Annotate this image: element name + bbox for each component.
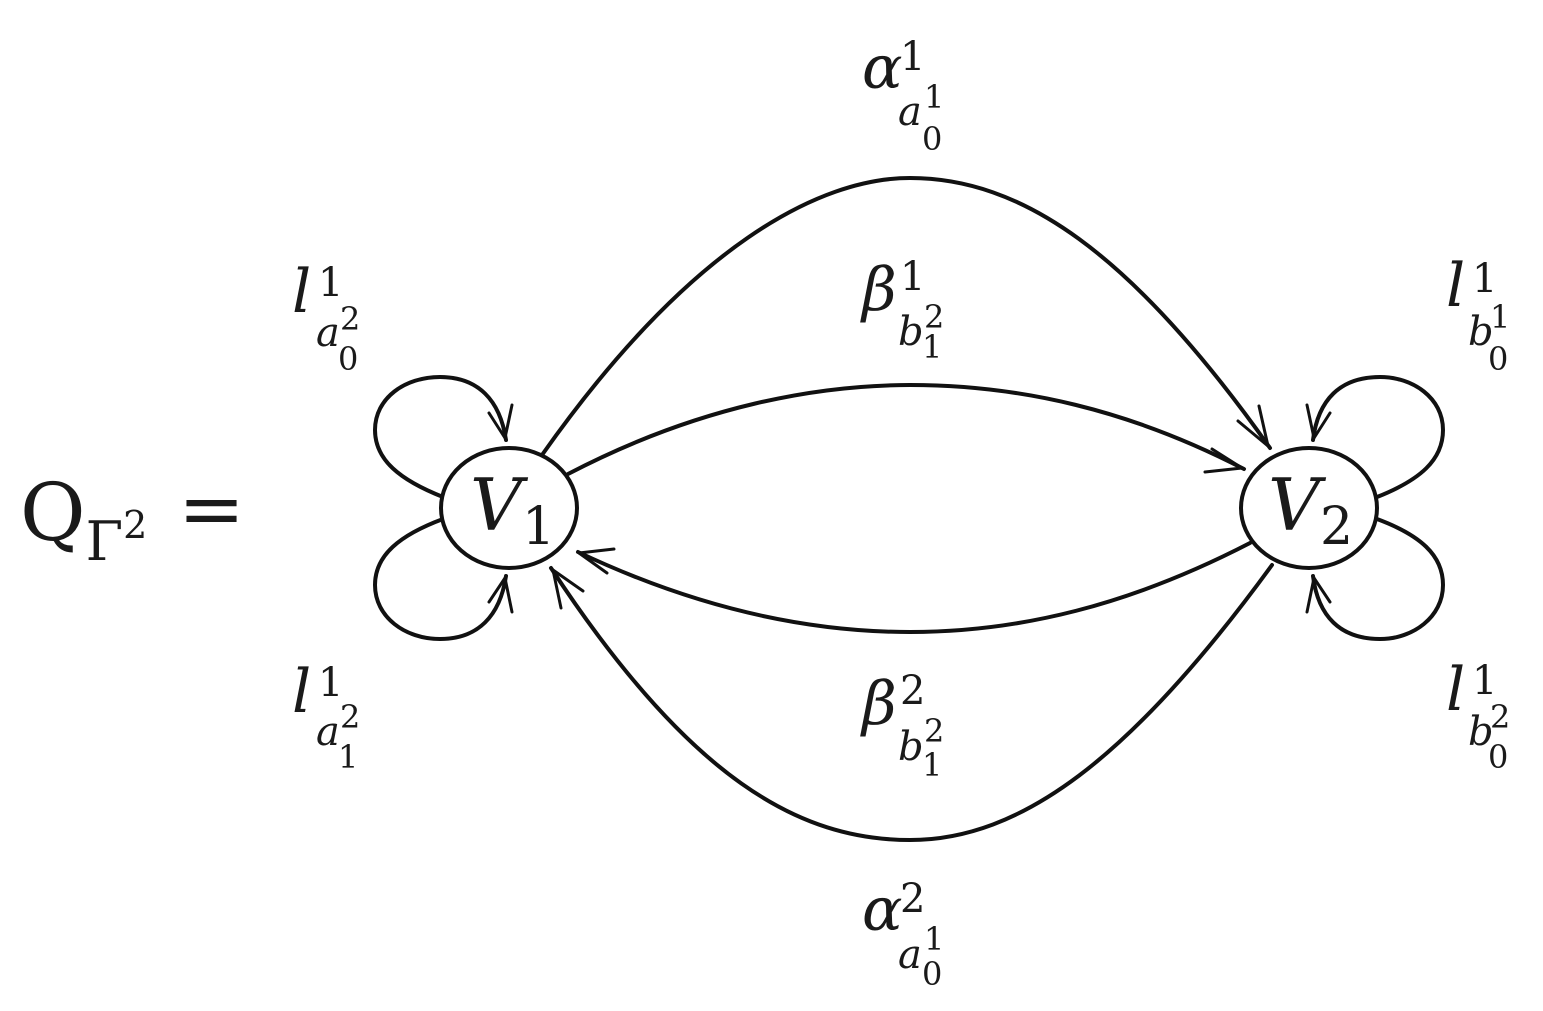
label-loop-v2-bottom: l 1 b 2 0 xyxy=(1446,655,1510,776)
label-alpha-top-subbase: a xyxy=(898,89,922,135)
label-beta-bottom-sup: 2 xyxy=(900,668,925,714)
label-alpha-bottom-subsub: 0 xyxy=(922,955,942,993)
label-loop-v2-bottom-sup: 1 xyxy=(1472,658,1497,704)
node-v1 xyxy=(439,446,579,570)
label-beta-bottom-subbase: b xyxy=(898,724,924,770)
label-loop-v1-top-subbase: a xyxy=(316,310,340,356)
arrowhead-loop-v1-top xyxy=(487,403,514,440)
label-loop-v1-top-base: l xyxy=(292,257,311,327)
label-loop-v2-bottom-subsup: 2 xyxy=(1490,698,1510,736)
label-loop-v2-bottom-subbase: b xyxy=(1468,709,1494,755)
equation-lhs: QΓ2 xyxy=(20,466,147,573)
label-alpha-top-subsub: 0 xyxy=(922,120,942,158)
arrowhead-alpha-top xyxy=(1236,404,1270,448)
node-v1-base: V xyxy=(470,463,529,547)
node-v1-label: V1 xyxy=(470,463,555,557)
label-beta-bottom-subsub: 1 xyxy=(922,746,942,784)
label-loop-v1-bottom-subbase: a xyxy=(316,709,340,755)
label-loop-v2-top: l 1 b 1 0 xyxy=(1446,251,1510,378)
equation-sub-exp: 2 xyxy=(123,503,147,547)
label-alpha-top-base: α xyxy=(862,33,903,103)
node-v2-base: V xyxy=(1268,463,1327,547)
label-loop-v1-bottom-sup: 1 xyxy=(318,660,343,706)
label-alpha-top: α 1 a 1 0 xyxy=(862,33,944,158)
label-loop-v2-top-subsup: 1 xyxy=(1490,298,1510,336)
loop-v1-top xyxy=(372,374,508,499)
arrowhead-beta-bottom xyxy=(577,547,616,575)
label-loop-v2-top-subbase: b xyxy=(1468,309,1494,355)
label-loop-v1-top: l 1 a 2 0 xyxy=(292,257,360,378)
label-alpha-top-subsup: 1 xyxy=(924,78,944,116)
arrowhead-alpha-bottom xyxy=(551,568,585,610)
edge-alpha-bottom xyxy=(549,563,1274,843)
arrowhead-loop-v2-top xyxy=(1305,403,1332,440)
node-v2-sub: 2 xyxy=(1320,497,1353,557)
loop-v1-bottom xyxy=(372,517,508,642)
label-beta-top-subsub: 1 xyxy=(922,328,942,366)
label-alpha-bottom: α 2 a 1 0 xyxy=(862,875,944,993)
node-v1-sub: 1 xyxy=(522,497,555,557)
arrowhead-loop-v2-bottom xyxy=(1305,576,1332,614)
label-beta-top-subbase: b xyxy=(898,309,924,355)
label-loop-v1-bottom-subsup: 2 xyxy=(340,698,360,736)
label-loop-v1-top-subsub: 0 xyxy=(338,340,358,378)
label-loop-v2-top-subsub: 0 xyxy=(1488,340,1508,378)
label-beta-top-base: β xyxy=(860,255,897,325)
edge-alpha-top xyxy=(540,175,1272,457)
label-loop-v2-top-sup: 1 xyxy=(1472,256,1497,302)
arrowhead-beta-top xyxy=(1203,447,1244,474)
node-v2 xyxy=(1239,446,1379,570)
label-alpha-bottom-sup: 2 xyxy=(900,876,925,922)
label-alpha-top-sup: 1 xyxy=(900,34,925,80)
label-beta-bottom: β 2 b 2 1 xyxy=(860,668,944,784)
label-beta-bottom-base: β xyxy=(860,669,897,739)
label-loop-v1-bottom: l 1 a 2 1 xyxy=(292,657,360,776)
node-v2-label: V2 xyxy=(1268,463,1353,557)
edge-beta-top xyxy=(566,382,1246,476)
label-alpha-bottom-base: α xyxy=(862,875,903,945)
edge-beta-bottom xyxy=(576,541,1252,635)
label-beta-bottom-subsup: 2 xyxy=(924,712,944,750)
label-alpha-bottom-subsup: 1 xyxy=(924,920,944,958)
label-beta-top-sup: 1 xyxy=(900,254,925,300)
equation-sub-base: Γ xyxy=(86,510,123,573)
label-loop-v2-top-base: l xyxy=(1446,251,1465,321)
label-loop-v1-bottom-subsub: 1 xyxy=(338,738,358,776)
label-alpha-bottom-subbase: a xyxy=(898,932,922,978)
label-loop-v2-bottom-subsub: 0 xyxy=(1488,738,1508,776)
label-loop-v1-top-subsup: 2 xyxy=(340,300,360,338)
loop-v2-top xyxy=(1311,374,1446,499)
label-beta-top: β 1 b 2 1 xyxy=(860,254,944,366)
label-loop-v2-bottom-base: l xyxy=(1446,655,1465,725)
arrowhead-loop-v1-bottom xyxy=(487,576,514,614)
equals-sign: = xyxy=(178,462,245,555)
label-loop-v1-top-sup: 1 xyxy=(318,260,343,306)
label-loop-v1-bottom-base: l xyxy=(292,657,311,727)
label-beta-top-subsup: 2 xyxy=(924,298,944,336)
loop-v2-bottom xyxy=(1311,517,1446,642)
equation-symbol: Q xyxy=(20,466,86,559)
